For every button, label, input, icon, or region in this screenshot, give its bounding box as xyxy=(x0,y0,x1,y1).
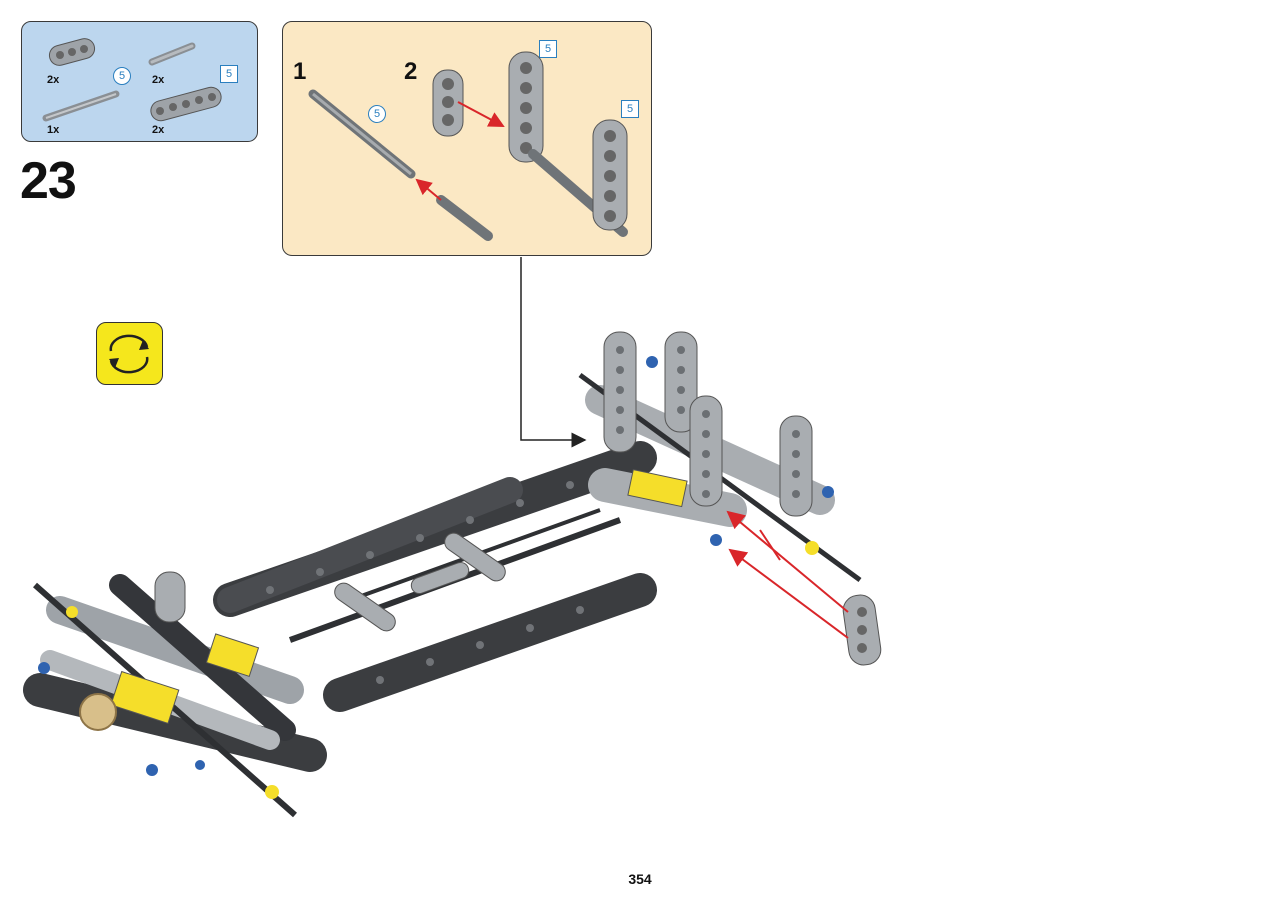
parts-illustrations xyxy=(42,38,222,122)
sub-assembly-callout: 1 2 5 5 5 xyxy=(282,21,652,256)
qty-axle-pin: 2x xyxy=(152,74,165,86)
sub-assembly-illustration xyxy=(308,51,628,241)
chassis-beams xyxy=(23,441,657,772)
front-frame xyxy=(578,331,862,583)
rotate-arrows-icon xyxy=(109,334,149,374)
parts-list-callout: 2x 5 2x 5 1x 2x xyxy=(21,21,258,142)
page-number: 354 xyxy=(628,871,652,887)
length-indicator-circle: 5 xyxy=(113,67,131,85)
axle-length-indicator: 5 xyxy=(368,105,386,123)
rear-frame xyxy=(33,571,304,818)
beam-3-part xyxy=(48,38,96,66)
axle-part xyxy=(42,90,120,122)
qty-beam-5: 2x xyxy=(152,124,165,136)
length-indicator-square: 5 xyxy=(220,65,238,83)
sub-step-2: 2 xyxy=(404,58,418,85)
beam-length-indicator-a: 5 xyxy=(539,40,557,58)
axle-pin-part xyxy=(148,42,196,66)
beam-5-part xyxy=(150,86,222,122)
qty-axle: 1x xyxy=(47,124,60,136)
step-number: 23 xyxy=(20,152,77,210)
sub-step-1: 1 xyxy=(293,58,307,85)
qty-beam-3: 2x xyxy=(47,74,60,86)
rotate-model-icon xyxy=(96,322,163,385)
beam-length-indicator-b: 5 xyxy=(621,100,639,118)
